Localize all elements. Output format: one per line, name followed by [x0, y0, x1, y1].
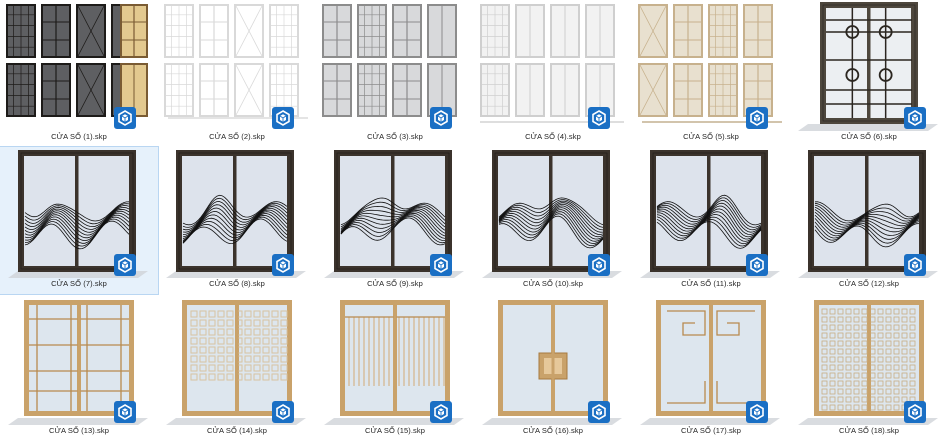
- file-thumbnail: [158, 147, 316, 278]
- file-item-17[interactable]: CỬA SỔ (17).skp: [632, 294, 790, 441]
- file-name-label: CỬA SỔ (15).skp: [364, 426, 425, 435]
- file-thumbnail: [316, 294, 474, 425]
- sketchup-icon: [904, 107, 926, 129]
- file-item-9[interactable]: CỬA SỔ (9).skp: [316, 147, 474, 294]
- file-name-label: CỬA SỔ (9).skp: [367, 279, 423, 288]
- file-item-1[interactable]: CỬA SỔ (1).skp: [0, 0, 158, 147]
- file-item-5[interactable]: CỬA SỔ (5).skp: [632, 0, 790, 147]
- file-thumbnail: [790, 147, 948, 278]
- file-item-4[interactable]: CỬA SỔ (4).skp: [474, 0, 632, 147]
- file-thumbnail: [316, 147, 474, 278]
- sketchup-icon: [272, 107, 294, 129]
- file-item-6[interactable]: CỬA SỔ (6).skp: [790, 0, 948, 147]
- file-thumbnail: [0, 294, 158, 425]
- file-name-label: CỬA SỔ (8).skp: [209, 279, 265, 288]
- file-item-12[interactable]: CỬA SỔ (12).skp: [790, 147, 948, 294]
- sketchup-icon: [904, 254, 926, 276]
- file-item-13[interactable]: CỬA SỔ (13).skp: [0, 294, 158, 441]
- sketchup-icon: [904, 401, 926, 423]
- file-thumbnail: [632, 0, 790, 131]
- file-thumbnail: [632, 147, 790, 278]
- file-name-label: CỬA SỔ (7).skp: [51, 279, 107, 288]
- sketchup-icon: [746, 107, 768, 129]
- file-thumbnail: [474, 294, 632, 425]
- file-thumbnail: [474, 0, 632, 131]
- sketchup-icon: [430, 107, 452, 129]
- file-name-label: CỬA SỔ (14).skp: [206, 426, 267, 435]
- file-name-label: CỬA SỔ (11).skp: [681, 279, 741, 288]
- file-item-8[interactable]: CỬA SỔ (8).skp: [158, 147, 316, 294]
- sketchup-icon: [430, 254, 452, 276]
- file-name-label: CỬA SỔ (1).skp: [51, 132, 107, 141]
- file-thumbnail: [790, 294, 948, 425]
- file-name-label: CỬA SỔ (3).skp: [367, 132, 423, 141]
- file-thumbnail: [632, 294, 790, 425]
- file-item-14[interactable]: CỬA SỔ (14).skp: [158, 294, 316, 441]
- sketchup-icon: [430, 401, 452, 423]
- file-item-16[interactable]: CỬA SỔ (16).skp: [474, 294, 632, 441]
- file-name-label: CỬA SỔ (4).skp: [525, 132, 581, 141]
- sketchup-icon: [114, 107, 136, 129]
- file-name-label: CỬA SỔ (6).skp: [841, 132, 897, 141]
- sketchup-icon: [114, 254, 136, 276]
- sketchup-icon: [588, 107, 610, 129]
- file-thumbnail: [158, 0, 316, 131]
- sketchup-icon: [114, 401, 136, 423]
- file-item-15[interactable]: CỬA SỔ (15).skp: [316, 294, 474, 441]
- file-item-3[interactable]: CỬA SỔ (3).skp: [316, 0, 474, 147]
- file-name-label: CỬA SỔ (10).skp: [522, 279, 583, 288]
- file-name-label: CỬA SỔ (12).skp: [838, 279, 899, 288]
- file-name-label: CỬA SỔ (16).skp: [522, 426, 583, 435]
- file-item-11[interactable]: CỬA SỔ (11).skp: [632, 147, 790, 294]
- file-name-label: CỬA SỔ (17).skp: [680, 426, 741, 435]
- sketchup-icon: [272, 401, 294, 423]
- sketchup-icon: [746, 254, 768, 276]
- file-name-label: CỬA SỔ (18).skp: [838, 426, 899, 435]
- file-name-label: CỬA SỔ (2).skp: [209, 132, 265, 141]
- sketchup-icon: [588, 254, 610, 276]
- file-thumbnail: [158, 294, 316, 425]
- file-item-7[interactable]: CỬA SỔ (7).skp: [0, 146, 159, 295]
- sketchup-icon: [272, 254, 294, 276]
- file-item-2[interactable]: CỬA SỔ (2).skp: [158, 0, 316, 147]
- file-thumbnail: [474, 147, 632, 278]
- file-thumbnail: [0, 147, 158, 278]
- file-name-label: CỬA SỔ (13).skp: [48, 426, 109, 435]
- file-name-label: CỬA SỔ (5).skp: [683, 132, 739, 141]
- sketchup-icon: [588, 401, 610, 423]
- sketchup-icon: [746, 401, 768, 423]
- file-thumbnail: [790, 0, 948, 131]
- file-thumbnail: [0, 0, 158, 131]
- file-item-18[interactable]: CỬA SỔ (18).skp: [790, 294, 948, 441]
- file-item-10[interactable]: CỬA SỔ (10).skp: [474, 147, 632, 294]
